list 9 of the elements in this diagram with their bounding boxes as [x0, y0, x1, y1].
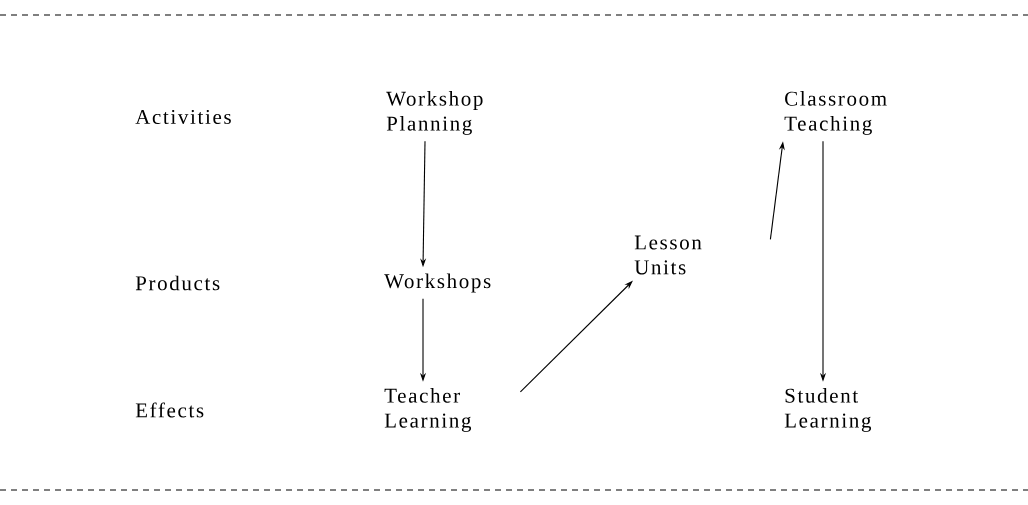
node-label: Student Learning: [784, 388, 871, 432]
node-label: Lesson Units: [634, 235, 702, 275]
row-label: Products: [135, 275, 220, 291]
node-label: Workshop Planning: [386, 91, 483, 135]
row-label: Activities: [135, 109, 231, 124]
row-label: Effects: [135, 402, 204, 418]
node-label: Workshops: [384, 273, 491, 293]
node-label: Teacher Learning: [384, 388, 472, 432]
node-label: Classroom Teaching: [784, 91, 887, 135]
